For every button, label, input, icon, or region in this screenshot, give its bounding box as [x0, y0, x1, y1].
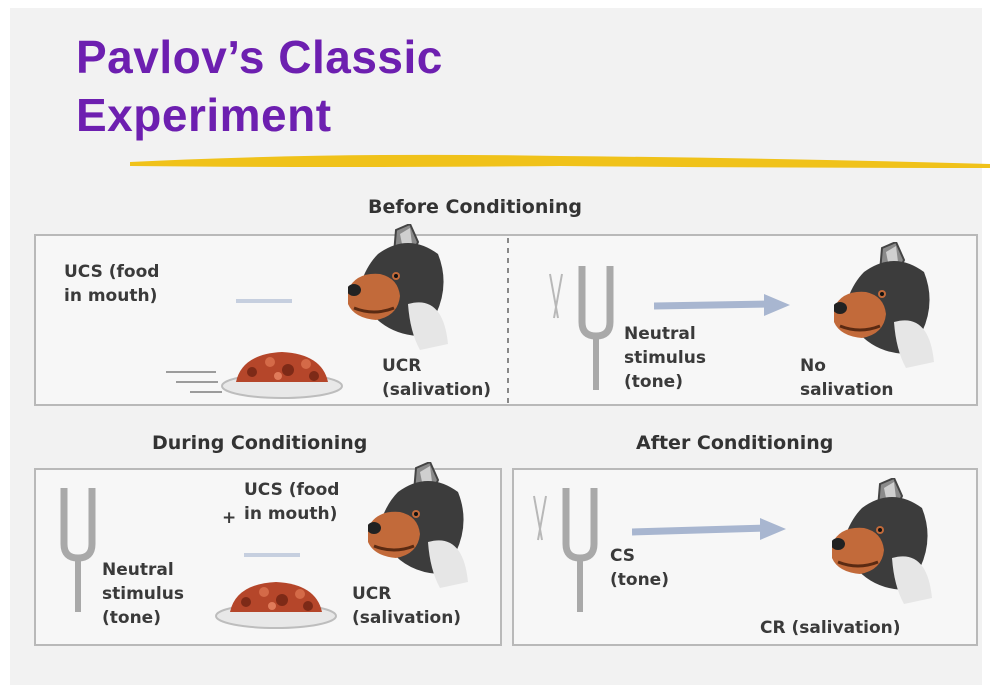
page-title: Pavlov’s Classic Experiment [76, 28, 443, 144]
dog-head-icon [348, 224, 458, 354]
arrow-right-icon [632, 518, 792, 542]
cs-label: CS (tone) [610, 544, 669, 592]
ucr-label: UCR (salivation) [352, 582, 461, 630]
cr-label: CR (salivation) [760, 616, 901, 640]
heading-during-conditioning: During Conditioning [152, 432, 367, 454]
ucs-label: UCS (food in mouth) [244, 478, 339, 526]
title-line-2: Experiment [76, 86, 443, 144]
heading-after-conditioning: After Conditioning [636, 432, 833, 454]
after-conditioning-panel: CS (tone) CR (salivation) [512, 468, 978, 646]
arrow-right-icon [244, 550, 314, 560]
before-conditioning-panel: UCS (food in mouth) UCR (salivation) Neu… [34, 234, 978, 406]
during-conditioning-panel: Neutral stimulus (tone) UCS (food in mou… [34, 468, 502, 646]
plus-sign: + [222, 506, 236, 530]
neutral-stimulus-label: Neutral stimulus (tone) [624, 322, 706, 394]
arrow-right-icon [236, 294, 306, 308]
arrow-right-icon [654, 294, 794, 318]
title-line-1: Pavlov’s Classic [76, 28, 443, 86]
dog-head-icon [368, 462, 478, 592]
dog-head-icon [834, 242, 944, 372]
tuning-fork-icon [528, 488, 608, 618]
no-salivation-label: No salivation [800, 354, 894, 402]
heading-before-conditioning: Before Conditioning [368, 196, 582, 218]
neutral-stimulus-label: Neutral stimulus (tone) [102, 558, 184, 630]
slide: Pavlov’s Classic Experiment Before Condi… [10, 8, 982, 685]
food-bowl-icon [166, 340, 346, 400]
title-underline [130, 148, 990, 174]
food-bowl-icon [212, 574, 342, 630]
ucr-label: UCR (salivation) [382, 354, 491, 402]
dog-head-icon [832, 478, 942, 608]
panel-divider [506, 238, 510, 404]
tuning-fork-icon [544, 266, 624, 396]
ucs-label: UCS (food in mouth) [64, 260, 159, 308]
